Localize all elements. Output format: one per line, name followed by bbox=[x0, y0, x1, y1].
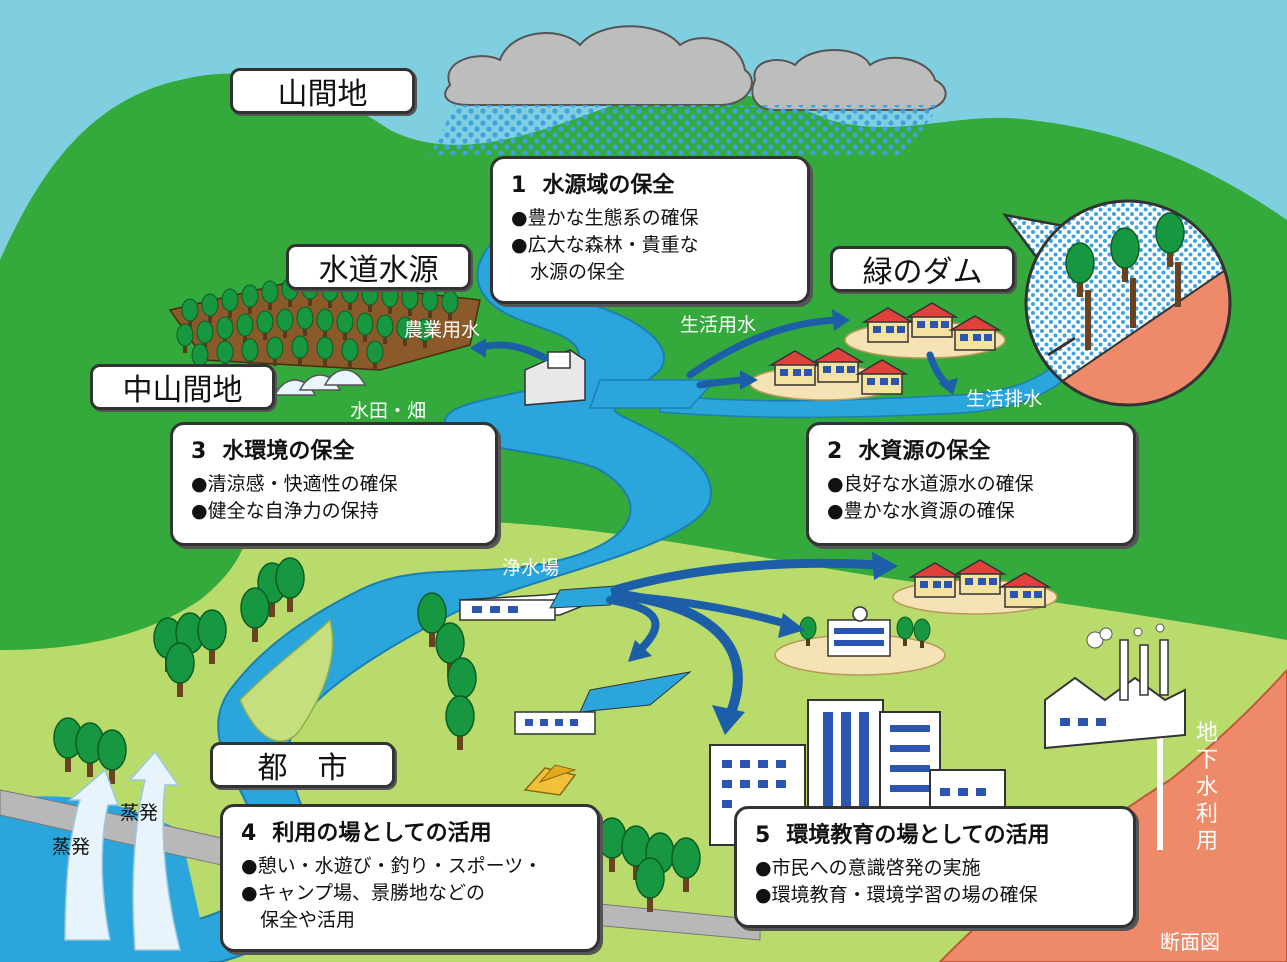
box-item: ●清涼感・快適性の確保 bbox=[191, 473, 398, 495]
box-title: 利用の場としての活用 bbox=[272, 821, 492, 846]
box-item: ●環境教育・環境学習の場の確保 bbox=[755, 884, 1038, 906]
box-item: ●良好な水道源水の確保 bbox=[827, 473, 1034, 495]
evaporation-label-2: 蒸発 bbox=[52, 836, 91, 858]
region-midmountain-label: 中山間地 bbox=[90, 364, 275, 410]
info-box-5: 5 環境教育の場としての活用 ●市民への意識啓発の実施 ●環境教育・環境学習の場の… bbox=[734, 806, 1136, 928]
region-city-label: 都 市 bbox=[210, 742, 395, 788]
box-item: ●広大な森林・貴重な bbox=[511, 234, 699, 256]
info-box-2: 2 水資源の保全 ●良好な水道源水の確保 ●豊かな水資源の確保 bbox=[806, 422, 1136, 546]
box-item: ●健全な自浄力の保持 bbox=[191, 500, 379, 522]
info-box-4: 4 利用の場としての活用 ●憩い・水遊び・釣り・スポーツ・ ●キャンプ場、景勝地な… bbox=[220, 804, 600, 952]
box-title: 環境教育の場としての活用 bbox=[786, 823, 1050, 848]
box-item: ●憩い・水遊び・釣り・スポーツ・ bbox=[241, 855, 543, 877]
reservoir bbox=[588, 379, 717, 409]
domestic-water-label: 生活用水 bbox=[680, 314, 757, 336]
forest-cross-section bbox=[1002, 199, 1232, 407]
rain-icon bbox=[430, 105, 940, 155]
building-icon bbox=[459, 584, 692, 735]
dam-icon bbox=[524, 349, 586, 406]
evaporation-arrows bbox=[64, 750, 181, 951]
region-green-dam-label: 緑のダム bbox=[830, 246, 1015, 292]
box-item: 水源の保全 bbox=[511, 261, 626, 283]
box-title: 水環境の保全 bbox=[222, 439, 355, 464]
box-item: ●市民への意識啓発の実施 bbox=[755, 857, 981, 879]
greenhouse-icon bbox=[273, 369, 367, 396]
purification-label: 浄水場 bbox=[502, 557, 560, 579]
box-item: ●豊かな水資源の確保 bbox=[827, 500, 1015, 522]
box-number: 4 bbox=[241, 821, 257, 846]
building-icon bbox=[827, 606, 891, 657]
section-label: 断面図 bbox=[1160, 930, 1220, 954]
region-water-source-label: 水道水源 bbox=[286, 244, 471, 290]
region-mountain-label: 山間地 bbox=[230, 68, 415, 114]
box-title: 水資源の保全 bbox=[858, 439, 991, 464]
arrow-icon bbox=[474, 316, 952, 720]
factory-icon bbox=[1044, 623, 1186, 750]
domestic-waste-label: 生活排水 bbox=[966, 388, 1043, 410]
info-box-1: 1 水源域の保全 ●豊かな生態系の確保 ●広大な森林・貴重な 水源の保全 bbox=[490, 156, 810, 304]
paddy-label: 水田・畑 bbox=[350, 400, 427, 422]
box-number: 3 bbox=[191, 439, 207, 464]
box-item: 保全や活用 bbox=[241, 909, 356, 931]
box-number: 5 bbox=[755, 823, 771, 848]
tent-icon bbox=[523, 764, 577, 796]
box-number: 1 bbox=[511, 173, 527, 198]
groundwater-label: 地下水利用 bbox=[1195, 721, 1218, 854]
agri-water-label: 農業用水 bbox=[404, 319, 481, 341]
box-number: 2 bbox=[827, 439, 843, 464]
info-box-3: 3 水環境の保全 ●清涼感・快適性の確保 ●健全な自浄力の保持 bbox=[170, 422, 498, 546]
box-item: ●キャンプ場、景勝地などの bbox=[241, 882, 486, 904]
box-title: 水源域の保全 bbox=[542, 173, 675, 198]
evaporation-label-1: 蒸発 bbox=[120, 802, 159, 824]
box-item: ●豊かな生態系の確保 bbox=[511, 207, 699, 229]
